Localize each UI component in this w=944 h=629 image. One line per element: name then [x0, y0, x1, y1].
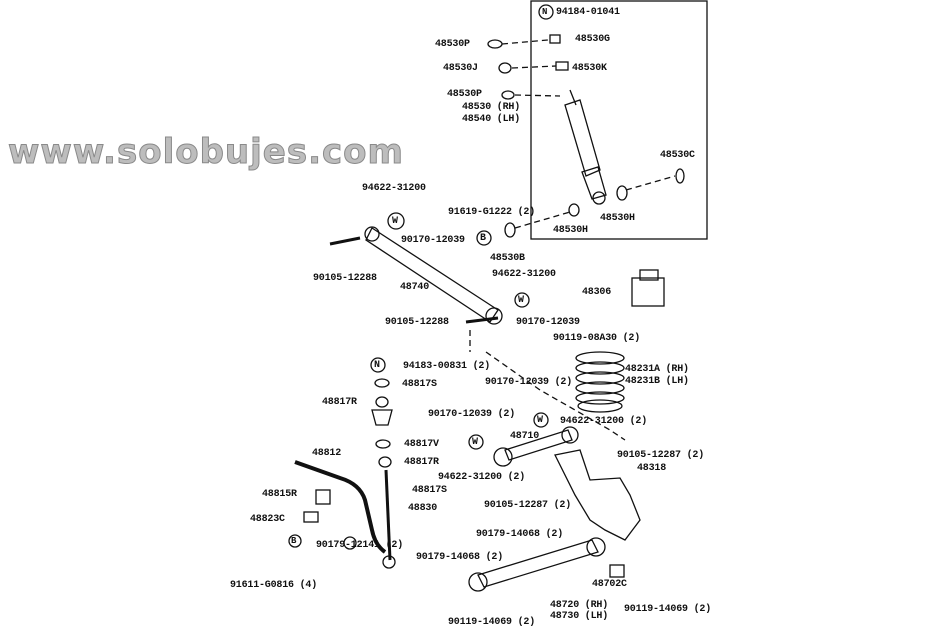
part-label: 90105-12288: [313, 273, 377, 284]
part-label: 90179-12141 (2): [316, 540, 404, 551]
part-label: 94622-31200: [362, 183, 426, 194]
part-label: 48231A (RH): [625, 364, 689, 375]
part-label: 48817R: [404, 457, 439, 468]
part-label: 48530K: [572, 63, 607, 74]
part-label: 90179-14068 (2): [476, 529, 564, 540]
part-label: 48530J: [443, 63, 478, 74]
upper-control-arm: [493, 426, 579, 467]
part-label: 48530P: [435, 39, 470, 50]
part-label: 48530P: [447, 89, 482, 100]
part-label: 48540 (LH): [462, 114, 521, 125]
bump-stop: [631, 269, 665, 307]
link-bushings: [371, 378, 393, 468]
part-label: 90119-14069 (2): [624, 604, 712, 615]
part-label: 48710: [510, 431, 540, 442]
symbol-w: W: [537, 415, 543, 426]
part-label: 48530G: [575, 34, 610, 45]
leader-dashes: [469, 39, 676, 441]
part-label: 48530C: [660, 150, 695, 161]
symbol-w: W: [392, 216, 398, 227]
shock-absorber: [564, 89, 607, 205]
part-label: 48812: [312, 448, 342, 459]
part-label: 90119-08A30 (2): [553, 333, 641, 344]
part-label: 90119-14069 (2): [448, 617, 536, 628]
part-label: 48702C: [592, 579, 627, 590]
part-label: 48306: [582, 287, 612, 298]
coil-spring: [575, 351, 625, 413]
part-label: 94622-31200: [492, 269, 556, 280]
part-label: 48530 (RH): [462, 102, 521, 113]
symbol-b: B: [480, 233, 486, 244]
stabilizer-bar: [294, 460, 396, 569]
part-label: 48817S: [412, 485, 447, 496]
part-label: 90170-12039 (2): [485, 377, 573, 388]
part-label: 48817V: [404, 439, 439, 450]
symbol-n: N: [542, 7, 548, 17]
symbol-w: W: [472, 437, 478, 448]
part-label: 48530H: [600, 213, 635, 224]
symbol-b: B: [291, 536, 297, 546]
part-label: 94184-01041: [556, 7, 620, 18]
part-label: 90179-14068 (2): [416, 552, 504, 563]
part-label: 48231B (LH): [625, 376, 689, 387]
part-label: 48830: [408, 503, 438, 514]
part-label: 90170-12039: [401, 235, 465, 246]
part-label: 48815R: [262, 489, 297, 500]
symbol-w: W: [518, 295, 524, 306]
part-label: 48730 (LH): [550, 611, 609, 622]
part-label: 90105-12288: [385, 317, 449, 328]
part-label: 90105-12287 (2): [617, 450, 705, 461]
part-label: 48817R: [322, 397, 357, 408]
part-label: 48318: [637, 463, 667, 474]
part-label: 48740: [400, 282, 430, 293]
part-label: 48720 (RH): [550, 600, 609, 611]
shock-absorber-box: [530, 0, 708, 240]
symbol-n: N: [374, 360, 380, 371]
part-label: 90105-12287 (2): [484, 500, 572, 511]
part-label: 48530H: [553, 225, 588, 236]
lower-control-arm: [468, 537, 625, 592]
part-label: 48823C: [250, 514, 285, 525]
part-label: 94622-31200 (2): [560, 416, 648, 427]
part-label: 90170-12039: [516, 317, 580, 328]
lateral-rod: [329, 226, 503, 325]
symbol-circles: [288, 4, 554, 548]
axle-bracket: [554, 449, 641, 541]
part-label: 94183-00831 (2): [403, 361, 491, 372]
part-label: 48817S: [402, 379, 437, 390]
part-label: 91619-G1222 (2): [448, 207, 536, 218]
part-label: 94622-31200 (2): [438, 472, 526, 483]
part-label: 91611-G0816 (4): [230, 580, 318, 591]
part-label: 48530B: [490, 253, 525, 264]
part-label: 90170-12039 (2): [428, 409, 516, 420]
